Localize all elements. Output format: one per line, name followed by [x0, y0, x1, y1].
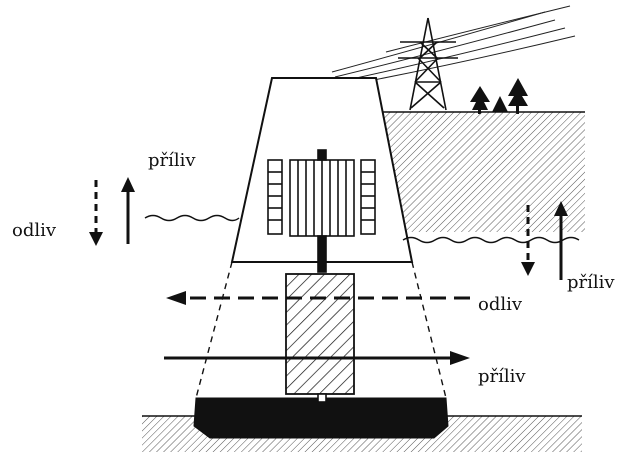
power-lines: [331, 5, 576, 87]
tide-arrows-left: [89, 177, 135, 246]
land-hatched: [380, 112, 585, 232]
turbine-unit: [285, 273, 355, 403]
label-priliv-flow: příliv: [478, 366, 526, 387]
label-priliv-top: příliv: [148, 150, 196, 171]
label-odliv-flow: odliv: [478, 294, 523, 315]
trees-icon: [470, 78, 528, 114]
label-priliv-right: příliv: [567, 272, 615, 293]
odliv-flow-arrow: [166, 291, 470, 305]
label-odliv-left: odliv: [12, 220, 57, 241]
generator-assembly: [267, 149, 376, 273]
transmission-tower-icon: [398, 17, 458, 111]
water-left: [144, 214, 240, 222]
water-right: [402, 236, 580, 244]
tide-arrows-right: [521, 201, 568, 280]
lower-structure-outline: [195, 261, 447, 399]
foundation-block: [193, 397, 449, 439]
